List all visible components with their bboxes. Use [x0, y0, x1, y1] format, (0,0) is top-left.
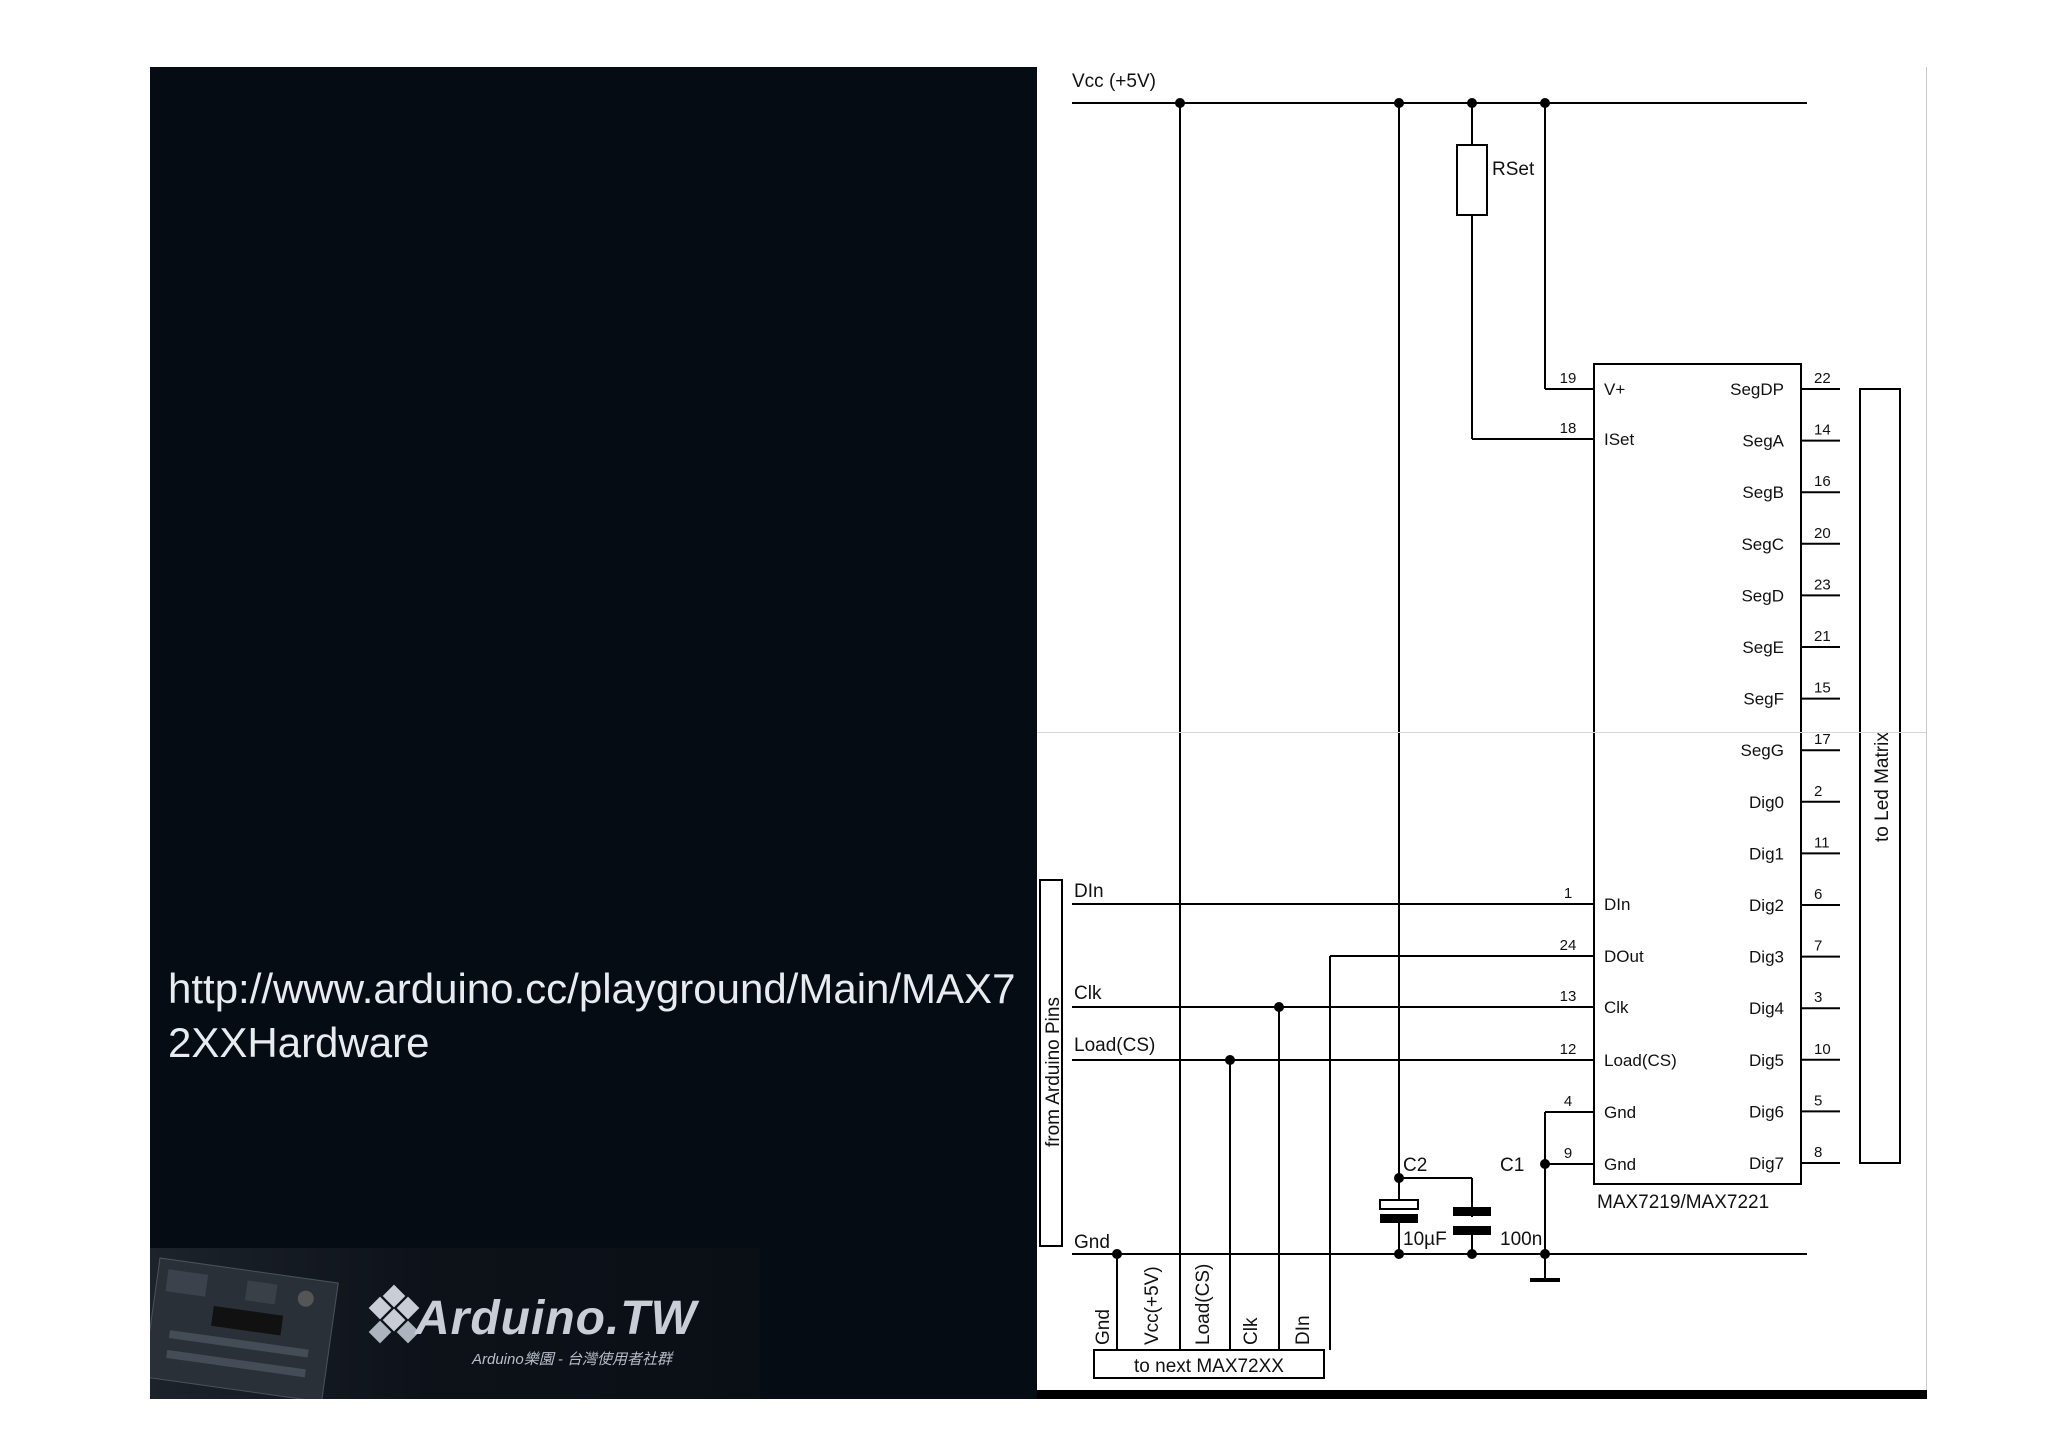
right-pin-name: SegC: [1741, 535, 1784, 554]
left-pin-name: Load(CS): [1604, 1051, 1677, 1070]
right-pin-name: SegF: [1743, 690, 1784, 709]
from-arduino-label: from Arduino Pins: [1043, 997, 1064, 1147]
right-pin-name: Dig6: [1749, 1102, 1784, 1121]
bottom-signal-label: Clk: [1241, 1317, 1262, 1345]
load-label: Load(CS): [1074, 1035, 1155, 1056]
c2-name: C2: [1403, 1155, 1427, 1176]
right-pin-number: 7: [1814, 938, 1822, 955]
din-label: DIn: [1074, 881, 1104, 902]
right-pin-number: 14: [1814, 422, 1831, 439]
right-pin-number: 21: [1814, 628, 1831, 645]
right-pin-name: Dig5: [1749, 1051, 1784, 1070]
right-pin-number: 22: [1814, 370, 1831, 387]
right-pin-name: Dig2: [1749, 896, 1784, 915]
arduino-tw-logo-subtitle: Arduino樂園 - 台灣使用者社群: [472, 1351, 673, 1368]
right-pin-number: 10: [1814, 1041, 1831, 1058]
left-pin-name: Gnd: [1604, 1103, 1636, 1122]
right-pin-number: 5: [1814, 1092, 1822, 1109]
right-pin-number: 11: [1814, 834, 1830, 851]
rset-label: RSet: [1492, 159, 1535, 180]
right-pin-number: 3: [1814, 989, 1822, 1006]
right-pin-number: 2: [1814, 783, 1822, 800]
right-pin-name: SegB: [1742, 483, 1784, 502]
right-pin-number: 23: [1814, 576, 1831, 593]
right-pin-name: SegA: [1742, 432, 1784, 451]
gnd-label: Gnd: [1074, 1232, 1110, 1253]
left-pin-name: DOut: [1604, 947, 1644, 966]
right-pin-name: SegD: [1741, 586, 1784, 605]
vcc-label: Vcc (+5V): [1072, 71, 1156, 92]
right-pin-name: Dig7: [1749, 1154, 1784, 1173]
right-pin-number: 16: [1814, 473, 1831, 490]
max72xx-schematic: Vcc (+5V) RSet MAX7219/MAX7221 DIn Clk L…: [1037, 67, 1927, 1399]
left-pin-name: Gnd: [1604, 1155, 1636, 1174]
left-pin-number: 1: [1564, 885, 1572, 902]
bottom-rule: [1037, 1390, 1927, 1399]
right-pin-name: Dig0: [1749, 793, 1784, 812]
left-pin-number: 4: [1564, 1093, 1572, 1110]
slide-dark-panel: [150, 67, 1037, 1399]
left-pin-name: DIn: [1604, 895, 1630, 914]
c1-name: C1: [1500, 1155, 1524, 1176]
url-text: http://www.arduino.cc/playground/Main/MA…: [168, 965, 1016, 1066]
left-pin-name: V+: [1604, 380, 1625, 399]
right-pin-number: 17: [1814, 731, 1831, 748]
right-pin-name: Dig4: [1749, 999, 1784, 1018]
left-pin-name: Clk: [1604, 998, 1629, 1017]
right-pin-number: 6: [1814, 886, 1822, 903]
c2-value: 10µF: [1403, 1229, 1447, 1250]
left-pin-number: 9: [1564, 1145, 1572, 1162]
arduino-tw-logo-text: Arduino.TW: [415, 1292, 697, 1345]
right-pin-name: SegE: [1742, 638, 1784, 657]
left-pin-number: 24: [1560, 937, 1577, 954]
right-pin-number: 8: [1814, 1144, 1822, 1161]
right-pin-name: Dig3: [1749, 948, 1784, 967]
c1-value: 100n: [1500, 1229, 1542, 1250]
left-pin-name: ISet: [1604, 430, 1635, 449]
guide-line: [1037, 732, 1927, 733]
page-edge: [1926, 67, 1927, 1390]
left-pin-number: 18: [1560, 420, 1577, 437]
left-pin-number: 13: [1560, 988, 1577, 1005]
right-pin-name: SegDP: [1730, 380, 1784, 399]
left-pin-number: 19: [1560, 370, 1577, 387]
right-pin-number: 20: [1814, 525, 1831, 542]
clk-label: Clk: [1074, 983, 1102, 1004]
next-max72xx-label: to next MAX72XX: [1134, 1356, 1284, 1377]
left-pin-number: 12: [1560, 1041, 1577, 1058]
chip-name: MAX7219/MAX7221: [1597, 1192, 1769, 1213]
arduino-board-image: [150, 1248, 760, 1399]
right-pin-number: 15: [1814, 680, 1831, 697]
arduino-tw-banner: Arduino.TW Arduino樂園 - 台灣使用者社群: [150, 1248, 760, 1399]
bottom-signal-label: Vcc(+5V): [1142, 1266, 1163, 1345]
right-pin-name: SegG: [1741, 741, 1784, 760]
bottom-signal-label: DIn: [1293, 1315, 1314, 1345]
right-pin-name: Dig1: [1749, 844, 1784, 863]
to-led-matrix-label: to Led Matrix: [1872, 732, 1893, 842]
bottom-signal-label: Load(CS): [1193, 1264, 1214, 1345]
bottom-signal-label: Gnd: [1093, 1309, 1114, 1345]
